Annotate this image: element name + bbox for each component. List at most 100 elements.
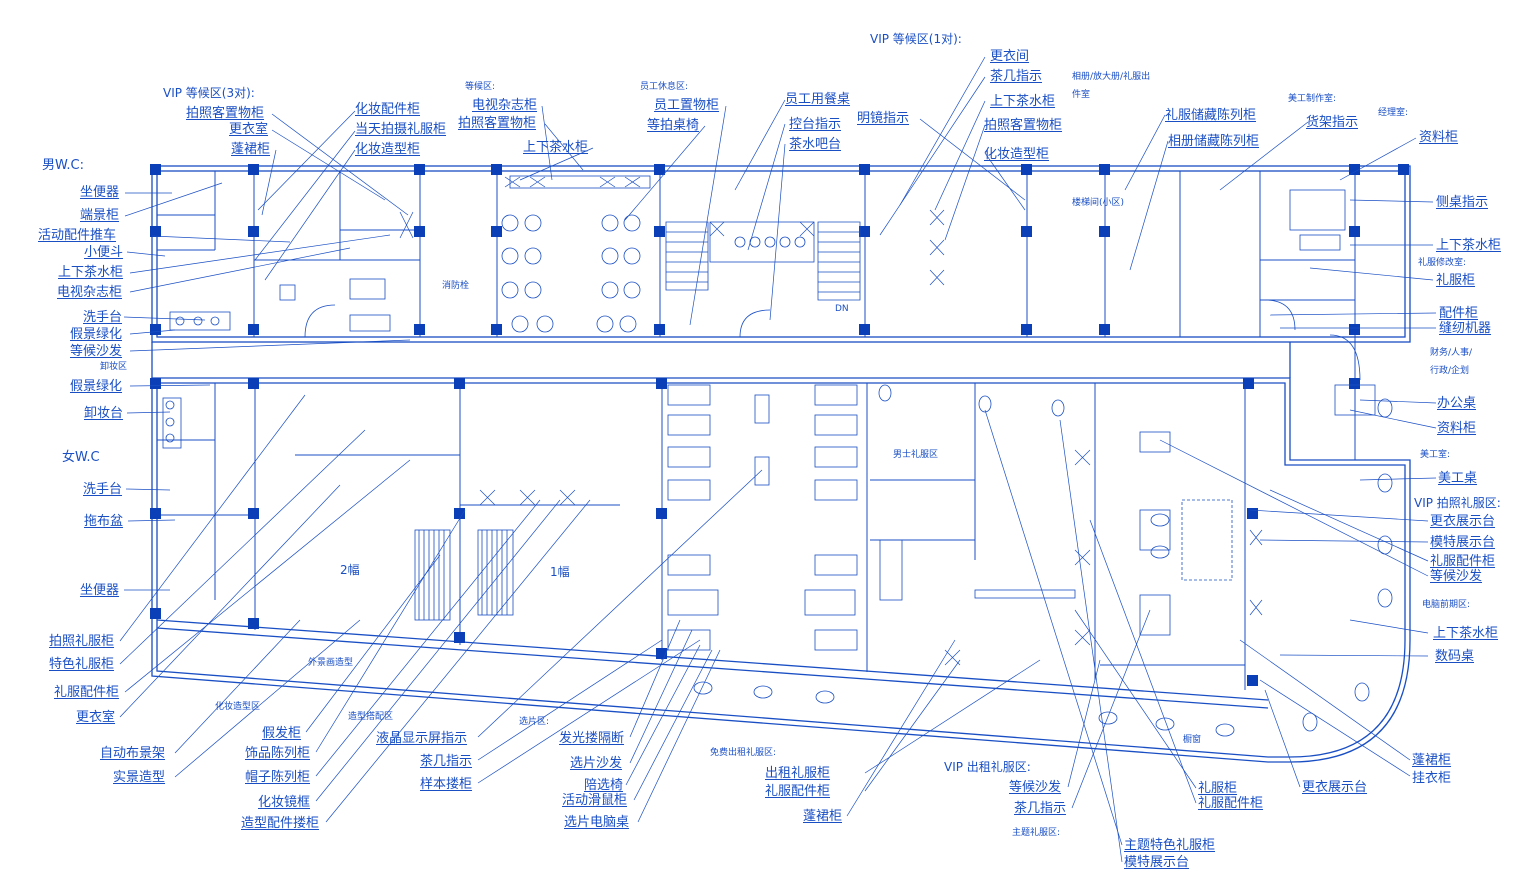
label-left-9: 等候沙发 — [70, 344, 123, 359]
label-right-7: 资料柜 — [1437, 421, 1477, 436]
label-right-14: 数码桌 — [1435, 649, 1475, 664]
label-left-1: 坐便器 — [80, 185, 120, 200]
label-left-15: 拍照礼服柜 — [49, 634, 115, 649]
label-top-9: 上下茶水柜 — [523, 140, 589, 155]
label-right-9: 更衣展示台 — [1430, 514, 1496, 529]
label-right-16: 挂衣柜 — [1412, 771, 1452, 786]
tag-alteration-room: 礼服修改室: — [1418, 258, 1467, 268]
label-bottom-15: 礼服配件柜 — [765, 784, 831, 799]
label-left-13: 拖布盆 — [84, 514, 124, 529]
tag-art-room: 美工室: — [1420, 450, 1451, 460]
tag-photo-select: 选片区: — [519, 717, 550, 727]
label-right-10: 模特展示台 — [1430, 535, 1496, 550]
tag-admin: 行政/企划 — [1430, 366, 1470, 376]
tag-fire-hydrant: 消防栓 — [442, 281, 470, 291]
label-bottom-5: 造型配件搂柜 — [241, 816, 320, 831]
label-right-8: 美工桌 — [1438, 471, 1478, 486]
tag-room-1: 1幅 — [550, 565, 570, 579]
label-top-3: 蓬裙柜 — [231, 142, 271, 157]
tag-album-room-2: 件室 — [1072, 90, 1091, 100]
label-top-18: 上下茶水柜 — [990, 94, 1056, 109]
label-right-2: 上下茶水柜 — [1436, 238, 1502, 253]
header-wc-bottom: 女W.C — [62, 450, 100, 465]
header-vip-rent: VIP 出租礼服区: — [944, 760, 1031, 774]
tag-outdoor: 外景画造型 — [308, 658, 354, 668]
interior-walls — [157, 171, 1356, 690]
label-bottom-21: 更衣展示台 — [1302, 780, 1368, 795]
tag-waiting-area: 等候区: — [465, 82, 496, 92]
label-top-15: 明镜指示 — [857, 111, 910, 126]
label-bottom-16: 蓬裙柜 — [803, 809, 843, 824]
label-bottom-6: 液晶显示屏指示 — [376, 731, 468, 746]
tag-makeup-styling: 化妆造型区 — [215, 702, 261, 712]
label-left-16: 特色礼服柜 — [49, 657, 115, 672]
label-top-4: 化妆配件柜 — [355, 102, 421, 117]
label-bottom-19: 礼服柜 — [1198, 781, 1238, 796]
leader-lines — [119, 56, 1437, 863]
label-left-20: 实景造型 — [113, 770, 166, 785]
tag-stairwell: 楼梯间(小区) — [1072, 198, 1125, 208]
label-left-4: 小便斗 — [84, 245, 124, 260]
tag-mens-area: 男士礼服区 — [893, 450, 939, 460]
label-left-17: 礼服配件柜 — [54, 685, 120, 700]
tag-computer-area: 电脑前期区: — [1422, 600, 1471, 610]
label-bottom-3: 帽子陈列柜 — [245, 770, 311, 785]
tag-dn: DN — [835, 304, 849, 314]
label-bottom-18: 茶几指示 — [1014, 801, 1067, 816]
tag-staff-rest: 员工休息区: — [640, 82, 689, 92]
label-bottom-9: 发光搂隔断 — [559, 731, 625, 746]
label-top-24: 资料柜 — [1419, 130, 1459, 145]
tag-album-room: 相册/放大册/礼服出 — [1072, 72, 1151, 82]
label-bottom-17: 等候沙发 — [1009, 780, 1062, 795]
label-top-12: 员工用餐桌 — [785, 92, 851, 107]
columns — [150, 164, 1409, 686]
label-bottom-8: 样本搂柜 — [420, 777, 473, 792]
label-top-13: 控台指示 — [789, 117, 842, 132]
label-top-2: 更衣室 — [229, 122, 269, 137]
label-left-11: 卸妆台 — [84, 406, 124, 421]
label-bottom-11: 陪选椅 — [584, 778, 624, 793]
label-bottom-1: 假发柜 — [262, 726, 302, 741]
label-top-7: 电视杂志柜 — [472, 98, 538, 113]
label-left-7: 洗手台 — [83, 310, 123, 325]
label-right-11: 礼服配件柜 — [1430, 554, 1496, 569]
label-bottom-2: 饰品陈列柜 — [245, 746, 311, 761]
label-bottom-23: 模特展示台 — [1124, 855, 1190, 870]
label-left-8: 假景绿化 — [70, 327, 123, 342]
label-top-20: 化妆造型柜 — [984, 147, 1050, 162]
label-top-8: 拍照客置物柜 — [458, 116, 537, 131]
hatching-cabinets — [399, 176, 1263, 666]
label-left-14: 坐便器 — [80, 583, 120, 598]
tag-makeup-removal: 卸妆区 — [100, 362, 128, 372]
label-left-2: 端景柜 — [80, 208, 120, 223]
label-top-19: 拍照客置物柜 — [984, 118, 1063, 133]
label-right-15: 蓬裙柜 — [1412, 753, 1452, 768]
tag-manager-office: 经理室: — [1378, 108, 1409, 118]
label-bottom-10: 选片沙发 — [570, 756, 623, 771]
label-right-4: 配件柜 — [1439, 306, 1479, 321]
label-bottom-12: 活动滑鼠柜 — [562, 793, 628, 808]
label-bottom-7: 茶几指示 — [420, 754, 473, 769]
tag-finance: 财务/人事/ — [1430, 348, 1473, 358]
label-right-13: 上下茶水柜 — [1433, 626, 1499, 641]
furniture-and-fixtures — [162, 175, 1393, 737]
tag-theme-area: 主题礼服区: — [1012, 828, 1061, 838]
label-bottom-20: 礼服配件柜 — [1198, 796, 1264, 811]
tag-free-rental: 免费出租礼服区: — [710, 748, 777, 758]
label-right-5: 缝纫机器 — [1439, 321, 1492, 336]
label-bottom-14: 出租礼服柜 — [765, 766, 831, 781]
label-left-3: 活动配件推车 — [38, 228, 117, 243]
header-vip-1: VIP 等候区(1对): — [870, 32, 962, 46]
header-vip-photo: VIP 拍照礼服区: — [1414, 496, 1501, 510]
label-top-6: 化妆造型柜 — [355, 142, 421, 157]
header-wc-top: 男W.C: — [42, 158, 84, 173]
label-top-21: 礼服储藏陈列柜 — [1165, 108, 1257, 123]
label-top-5: 当天拍摄礼服柜 — [355, 122, 447, 137]
label-left-19: 自动布景架 — [100, 746, 166, 761]
label-bottom-22: 主题特色礼服柜 — [1124, 838, 1216, 853]
tag-art-workshop: 美工制作室: — [1288, 94, 1337, 104]
label-top-16: 更衣间 — [990, 49, 1030, 64]
label-left-12: 洗手台 — [83, 482, 123, 497]
label-right-3: 礼服柜 — [1436, 273, 1476, 288]
